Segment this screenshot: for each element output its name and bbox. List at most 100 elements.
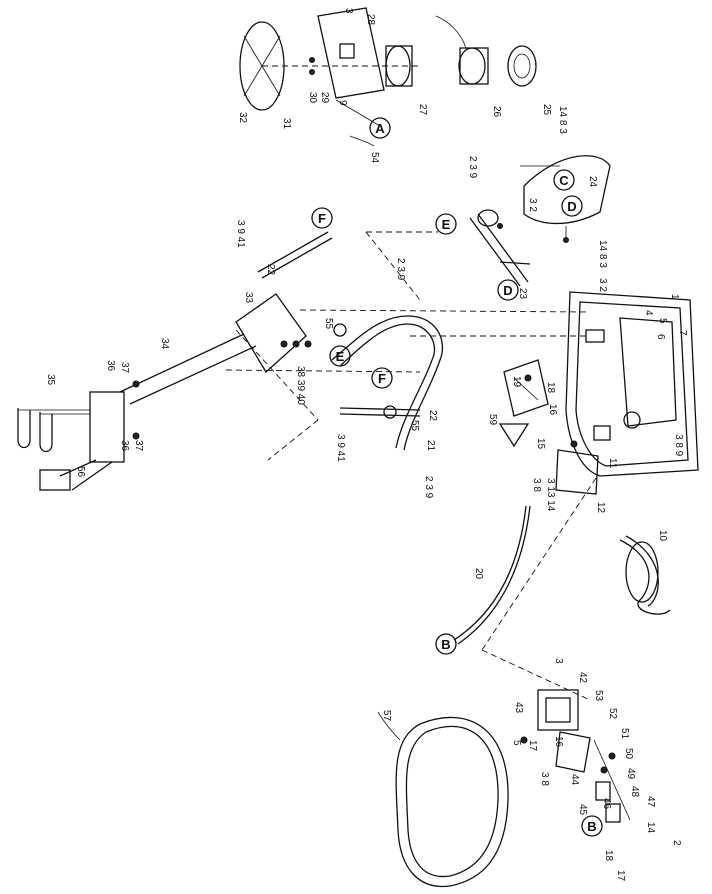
svg-text:F: F	[378, 371, 386, 386]
svg-text:C: C	[559, 173, 569, 188]
label-54: 54	[369, 152, 380, 164]
callout-a-text: A	[375, 121, 385, 136]
svg-text:D: D	[503, 283, 512, 298]
label-3-8-9: 3 8 9	[673, 434, 684, 457]
svg-text:E: E	[336, 349, 345, 364]
label-3-2-b: 3 2	[597, 278, 608, 292]
cable-assembly	[619, 535, 671, 615]
label-31: 31	[281, 118, 292, 130]
label-33: 33	[243, 292, 254, 304]
label-3-13-14: 3 13 14	[545, 478, 556, 512]
label-56: 56	[75, 466, 86, 478]
clip-assembly	[481, 425, 611, 701]
latch-assembly	[498, 359, 549, 448]
label-3-bottom: 3	[553, 658, 564, 664]
part-labels: 32 31 30 29 9 3 28 27 26 25 54 14 8 3 24…	[45, 8, 688, 882]
frame-assembly	[17, 293, 421, 491]
label-25: 25	[541, 104, 552, 116]
label-15: 15	[535, 438, 546, 450]
label-48: 48	[629, 786, 640, 798]
label-36-bottom: 36	[119, 440, 130, 452]
cable-20	[453, 505, 531, 645]
svg-text:B: B	[587, 819, 596, 834]
label-16: 16	[547, 404, 558, 416]
label-26: 26	[491, 106, 502, 118]
label-3-9-41-top: 3 9 41	[235, 220, 246, 248]
label-3: 3	[343, 8, 354, 14]
rod-assembly	[257, 231, 421, 419]
label-51: 51	[619, 728, 630, 740]
callout-e-mid: E	[329, 345, 351, 367]
label-24: 24	[587, 176, 598, 188]
label-55-mid: 55	[409, 420, 420, 432]
label-5: 5	[657, 318, 668, 324]
label-2-3-9-a: 2 3 9	[467, 156, 478, 179]
label-1: 1	[669, 294, 680, 300]
label-18: 18	[545, 382, 556, 394]
label-16-bottom: 16	[553, 736, 564, 748]
callout-b-bottom: B	[581, 815, 603, 837]
label-59: 59	[487, 414, 498, 426]
label-6: 6	[655, 334, 666, 340]
label-37-top: 37	[119, 362, 130, 374]
callout-c: C	[553, 169, 575, 191]
label-43: 43	[513, 702, 524, 714]
callout-d-top: D	[561, 195, 583, 217]
label-3-8-b: 3 8	[539, 772, 550, 786]
label-9: 9	[337, 100, 348, 106]
label-45: 45	[577, 804, 588, 816]
label-46: 46	[601, 798, 612, 810]
label-4: 4	[643, 310, 654, 316]
label-3-9-41-mid: 3 9 41	[335, 434, 346, 462]
label-10: 10	[657, 530, 668, 542]
label-2-bottom: 2	[671, 840, 682, 846]
shroud-assembly	[520, 155, 611, 243]
label-32: 32	[237, 112, 248, 124]
label-17-a: 17	[527, 740, 538, 752]
label-34: 34	[159, 338, 170, 350]
label-2-3-9-b: 2 3 9	[395, 258, 406, 281]
label-29: 29	[319, 92, 330, 104]
label-2-3-9-c: 2 3 9	[423, 476, 434, 499]
label-14-bottom: 14	[645, 822, 656, 834]
label-17-b: 17	[615, 870, 626, 882]
callout-a: A	[369, 117, 391, 139]
callout-b-mid: B	[435, 633, 457, 655]
label-14-8-3-top: 14 8 3	[557, 106, 568, 134]
label-19: 19	[511, 376, 522, 388]
label-30: 30	[307, 92, 318, 104]
svg-text:E: E	[442, 217, 451, 232]
label-47: 47	[645, 796, 656, 808]
callout-d-mid: D	[497, 279, 519, 301]
label-11: 11	[607, 458, 618, 469]
pedal-assembly	[520, 689, 631, 823]
seat-assembly	[299, 291, 699, 477]
label-27: 27	[417, 104, 428, 116]
label-28: 28	[365, 14, 376, 26]
label-22-top: 22	[265, 264, 276, 276]
label-57: 57	[381, 710, 392, 722]
bracket-assembly	[469, 209, 531, 287]
label-7: 7	[677, 330, 688, 336]
label-18-bottom: 18	[603, 850, 614, 862]
svg-text:B: B	[441, 637, 450, 652]
label-44: 44	[569, 774, 580, 786]
label-14-8-3-bottom: 14 8 3	[597, 240, 608, 268]
pad-assembly	[377, 711, 509, 888]
callout-f-top: F	[311, 207, 333, 229]
label-55-top: 55	[323, 318, 334, 330]
callout-f-mid: F	[371, 367, 393, 389]
label-3-8-a: 3 8	[531, 478, 542, 492]
label-42: 42	[577, 672, 588, 684]
label-22-mid: 22	[427, 410, 438, 422]
label-3-2-a: 3 2	[527, 198, 538, 212]
label-50: 50	[623, 748, 634, 760]
label-35: 35	[45, 374, 56, 386]
label-36-top: 36	[105, 360, 116, 372]
label-52: 52	[607, 708, 618, 720]
svg-text:D: D	[567, 199, 576, 214]
svg-text:F: F	[318, 211, 326, 226]
callout-e-top: E	[435, 213, 457, 235]
label-53: 53	[593, 690, 604, 702]
